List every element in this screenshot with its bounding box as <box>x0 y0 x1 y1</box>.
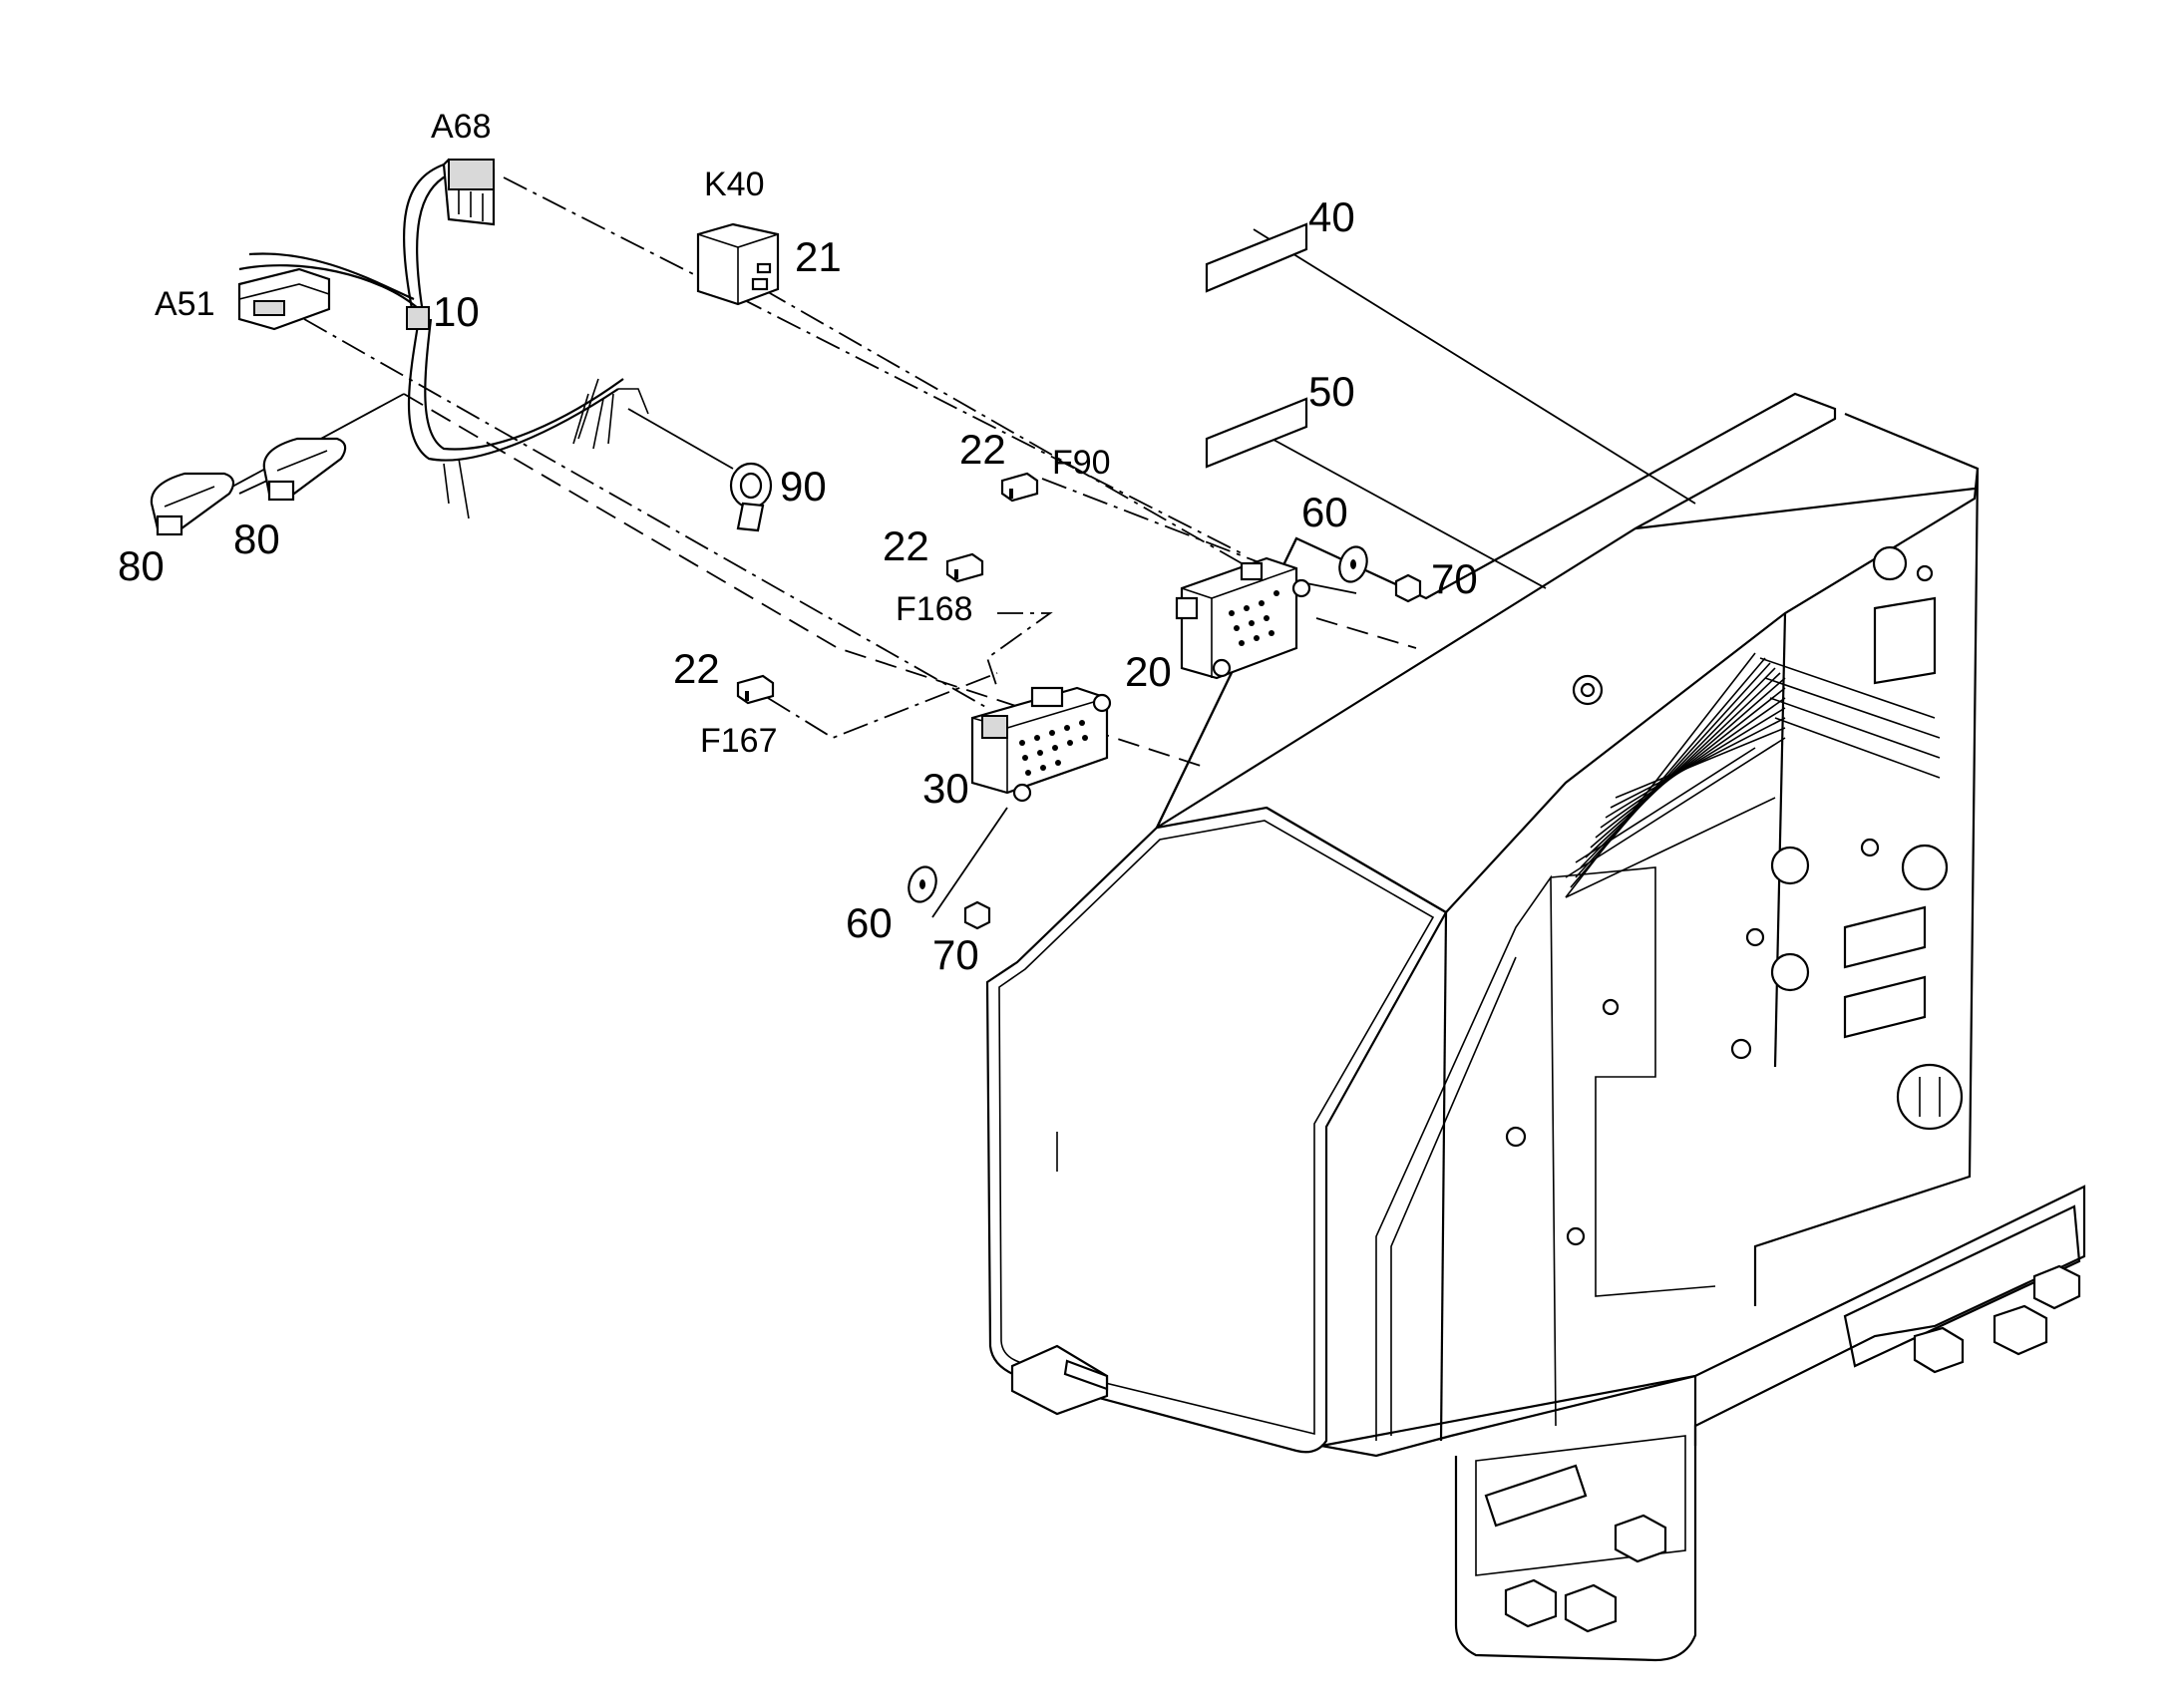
fuse-f167 <box>736 674 775 705</box>
callout-30: 30 <box>922 765 969 812</box>
wiring-harness <box>238 163 649 519</box>
washer-60-bottom <box>908 865 937 903</box>
leader-lines <box>218 176 1696 918</box>
cable-tie-80-left <box>150 472 235 536</box>
ring-terminal-90 <box>729 462 773 532</box>
fuse-board-20 <box>1175 556 1311 680</box>
callout-90: 90 <box>780 463 827 510</box>
housing-studs <box>1505 545 1934 1246</box>
radiator-fins <box>1565 652 1941 898</box>
callout-22-f167: 22 <box>673 645 720 692</box>
washer-60-top <box>1338 545 1368 583</box>
fuse-f168 <box>945 552 984 583</box>
callout-20: 20 <box>1125 648 1172 695</box>
callout-80-left: 80 <box>118 542 165 589</box>
callout-80-right: 80 <box>233 515 280 562</box>
cable-tie-80-right <box>262 437 347 502</box>
callout-a51: A51 <box>155 285 215 323</box>
callout-labels: A68 A51 K40 10 21 40 50 60 70 20 22 F90 … <box>118 108 1478 978</box>
callout-f167: F167 <box>700 722 778 760</box>
callout-k40: K40 <box>704 166 765 203</box>
callout-70-bottom: 70 <box>932 931 979 978</box>
connector-a68 <box>442 158 496 226</box>
callout-50: 50 <box>1308 368 1355 415</box>
fuse-board-30 <box>970 686 1112 803</box>
callout-70-top: 70 <box>1431 555 1478 602</box>
callout-10: 10 <box>433 288 480 335</box>
callout-a68: A68 <box>431 108 492 146</box>
callout-60-bottom: 60 <box>846 899 893 946</box>
callout-f168: F168 <box>896 590 973 628</box>
callout-21: 21 <box>795 233 842 280</box>
relay-k40 <box>696 222 780 306</box>
callout-40: 40 <box>1308 193 1355 240</box>
callout-f90: F90 <box>1052 444 1111 482</box>
callout-22-f168: 22 <box>883 522 929 569</box>
nut-70-top <box>1394 573 1422 603</box>
callout-60-top: 60 <box>1301 489 1348 535</box>
machine-housing <box>985 392 2086 1662</box>
base-knobs <box>1504 1264 2081 1633</box>
fuse-f90 <box>1000 472 1039 503</box>
callout-22-f90: 22 <box>959 426 1006 473</box>
label-plate-50 <box>1205 397 1308 469</box>
nut-70-bottom <box>963 900 991 930</box>
connector-a51 <box>237 267 331 331</box>
label-plate-40 <box>1205 222 1308 293</box>
